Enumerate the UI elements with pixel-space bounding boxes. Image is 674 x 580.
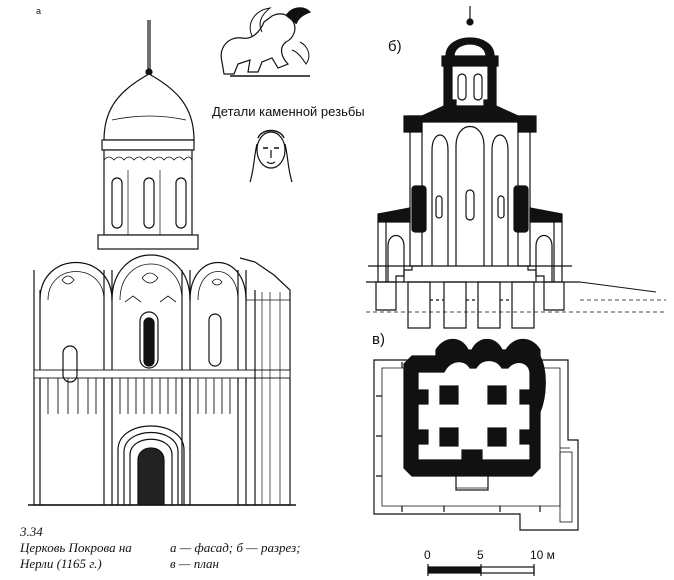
caption-legend-line1: а — фасад; б — разрез; <box>170 540 301 555</box>
caption-legend-line2: в — план <box>170 556 219 571</box>
stone-carving-griffin <box>220 7 312 77</box>
carving-details-label: Детали каменной резьбы <box>212 104 365 119</box>
scale-label-5: 5 <box>477 548 484 562</box>
scale-label-10: 10 м <box>530 548 555 562</box>
figure-mark-a: а <box>36 6 42 16</box>
caption-title-line2: Нерли (1165 г.) <box>20 556 102 571</box>
stone-carving-face <box>249 129 293 183</box>
figure-mark-b: б) <box>388 38 402 55</box>
scale-bar <box>427 564 535 576</box>
figure-mark-v: в) <box>372 331 385 348</box>
caption-title-line1: Церковь Покрова на <box>20 540 132 555</box>
figure-number: 3.34 <box>20 524 43 539</box>
scale-label-0: 0 <box>424 548 431 562</box>
